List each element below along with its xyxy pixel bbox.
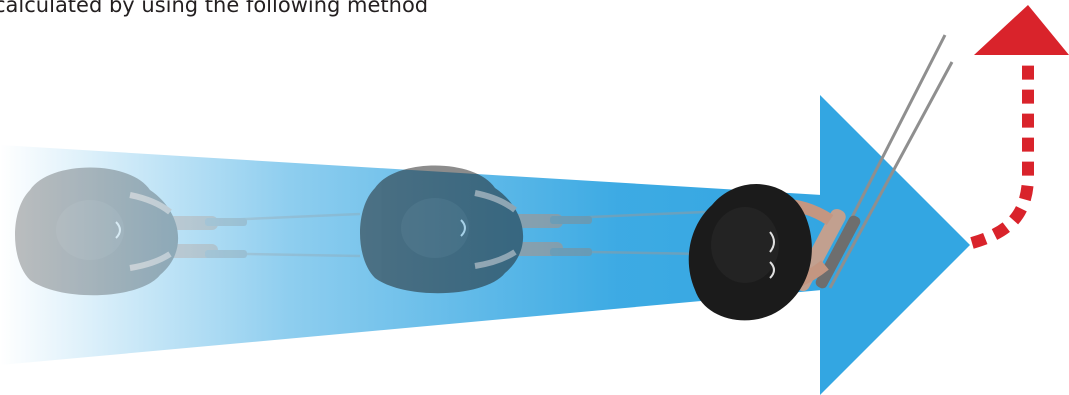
red-dashed-curved-arrow-icon bbox=[972, 5, 1069, 243]
